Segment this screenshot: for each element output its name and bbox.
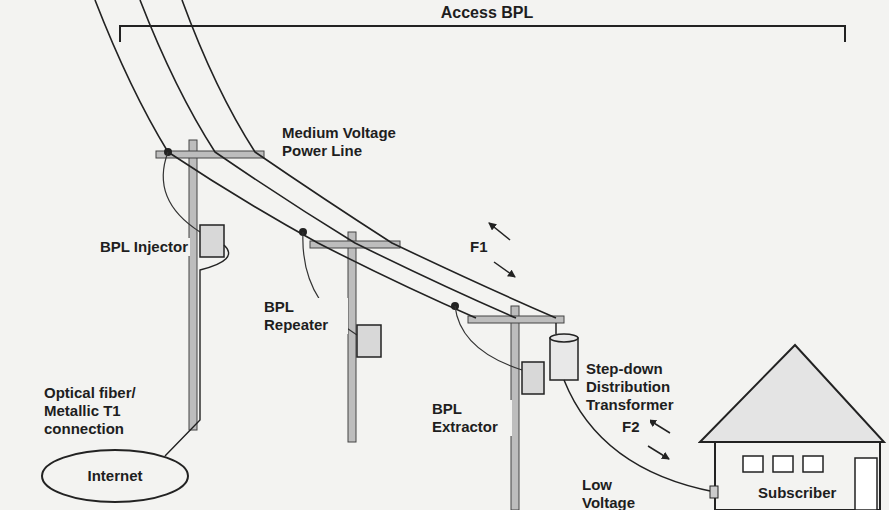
fiber-line xyxy=(165,245,229,456)
part-label: F1 xyxy=(468,238,496,256)
part-label: Step-down Distribution Transformer xyxy=(584,360,698,414)
node-label: Internet xyxy=(87,467,142,485)
section-heading: Access BPL xyxy=(420,4,554,22)
part-label: BPL Repeater xyxy=(262,298,348,334)
transformer xyxy=(550,323,578,380)
bpl-devices xyxy=(200,225,544,394)
power-wires xyxy=(95,0,556,318)
utility-poles xyxy=(156,140,564,510)
part-label: F2 xyxy=(620,418,650,436)
part-label: BPL Extractor xyxy=(430,400,512,436)
subscriber-house: Subscriber xyxy=(698,340,886,510)
access-bracket xyxy=(120,26,845,42)
part-label: BPL Injector xyxy=(86,238,190,256)
part-label: Optical fiber/ Metallic T1 connection xyxy=(42,384,158,438)
part-label: Medium Voltage Power Line xyxy=(280,124,416,160)
coupler-leaders xyxy=(163,152,522,370)
internet-cloud: Internet xyxy=(40,448,190,504)
signal-arrows xyxy=(489,223,670,459)
part-label: Low Voltage xyxy=(580,476,646,510)
node-label: Subscriber xyxy=(758,484,836,502)
